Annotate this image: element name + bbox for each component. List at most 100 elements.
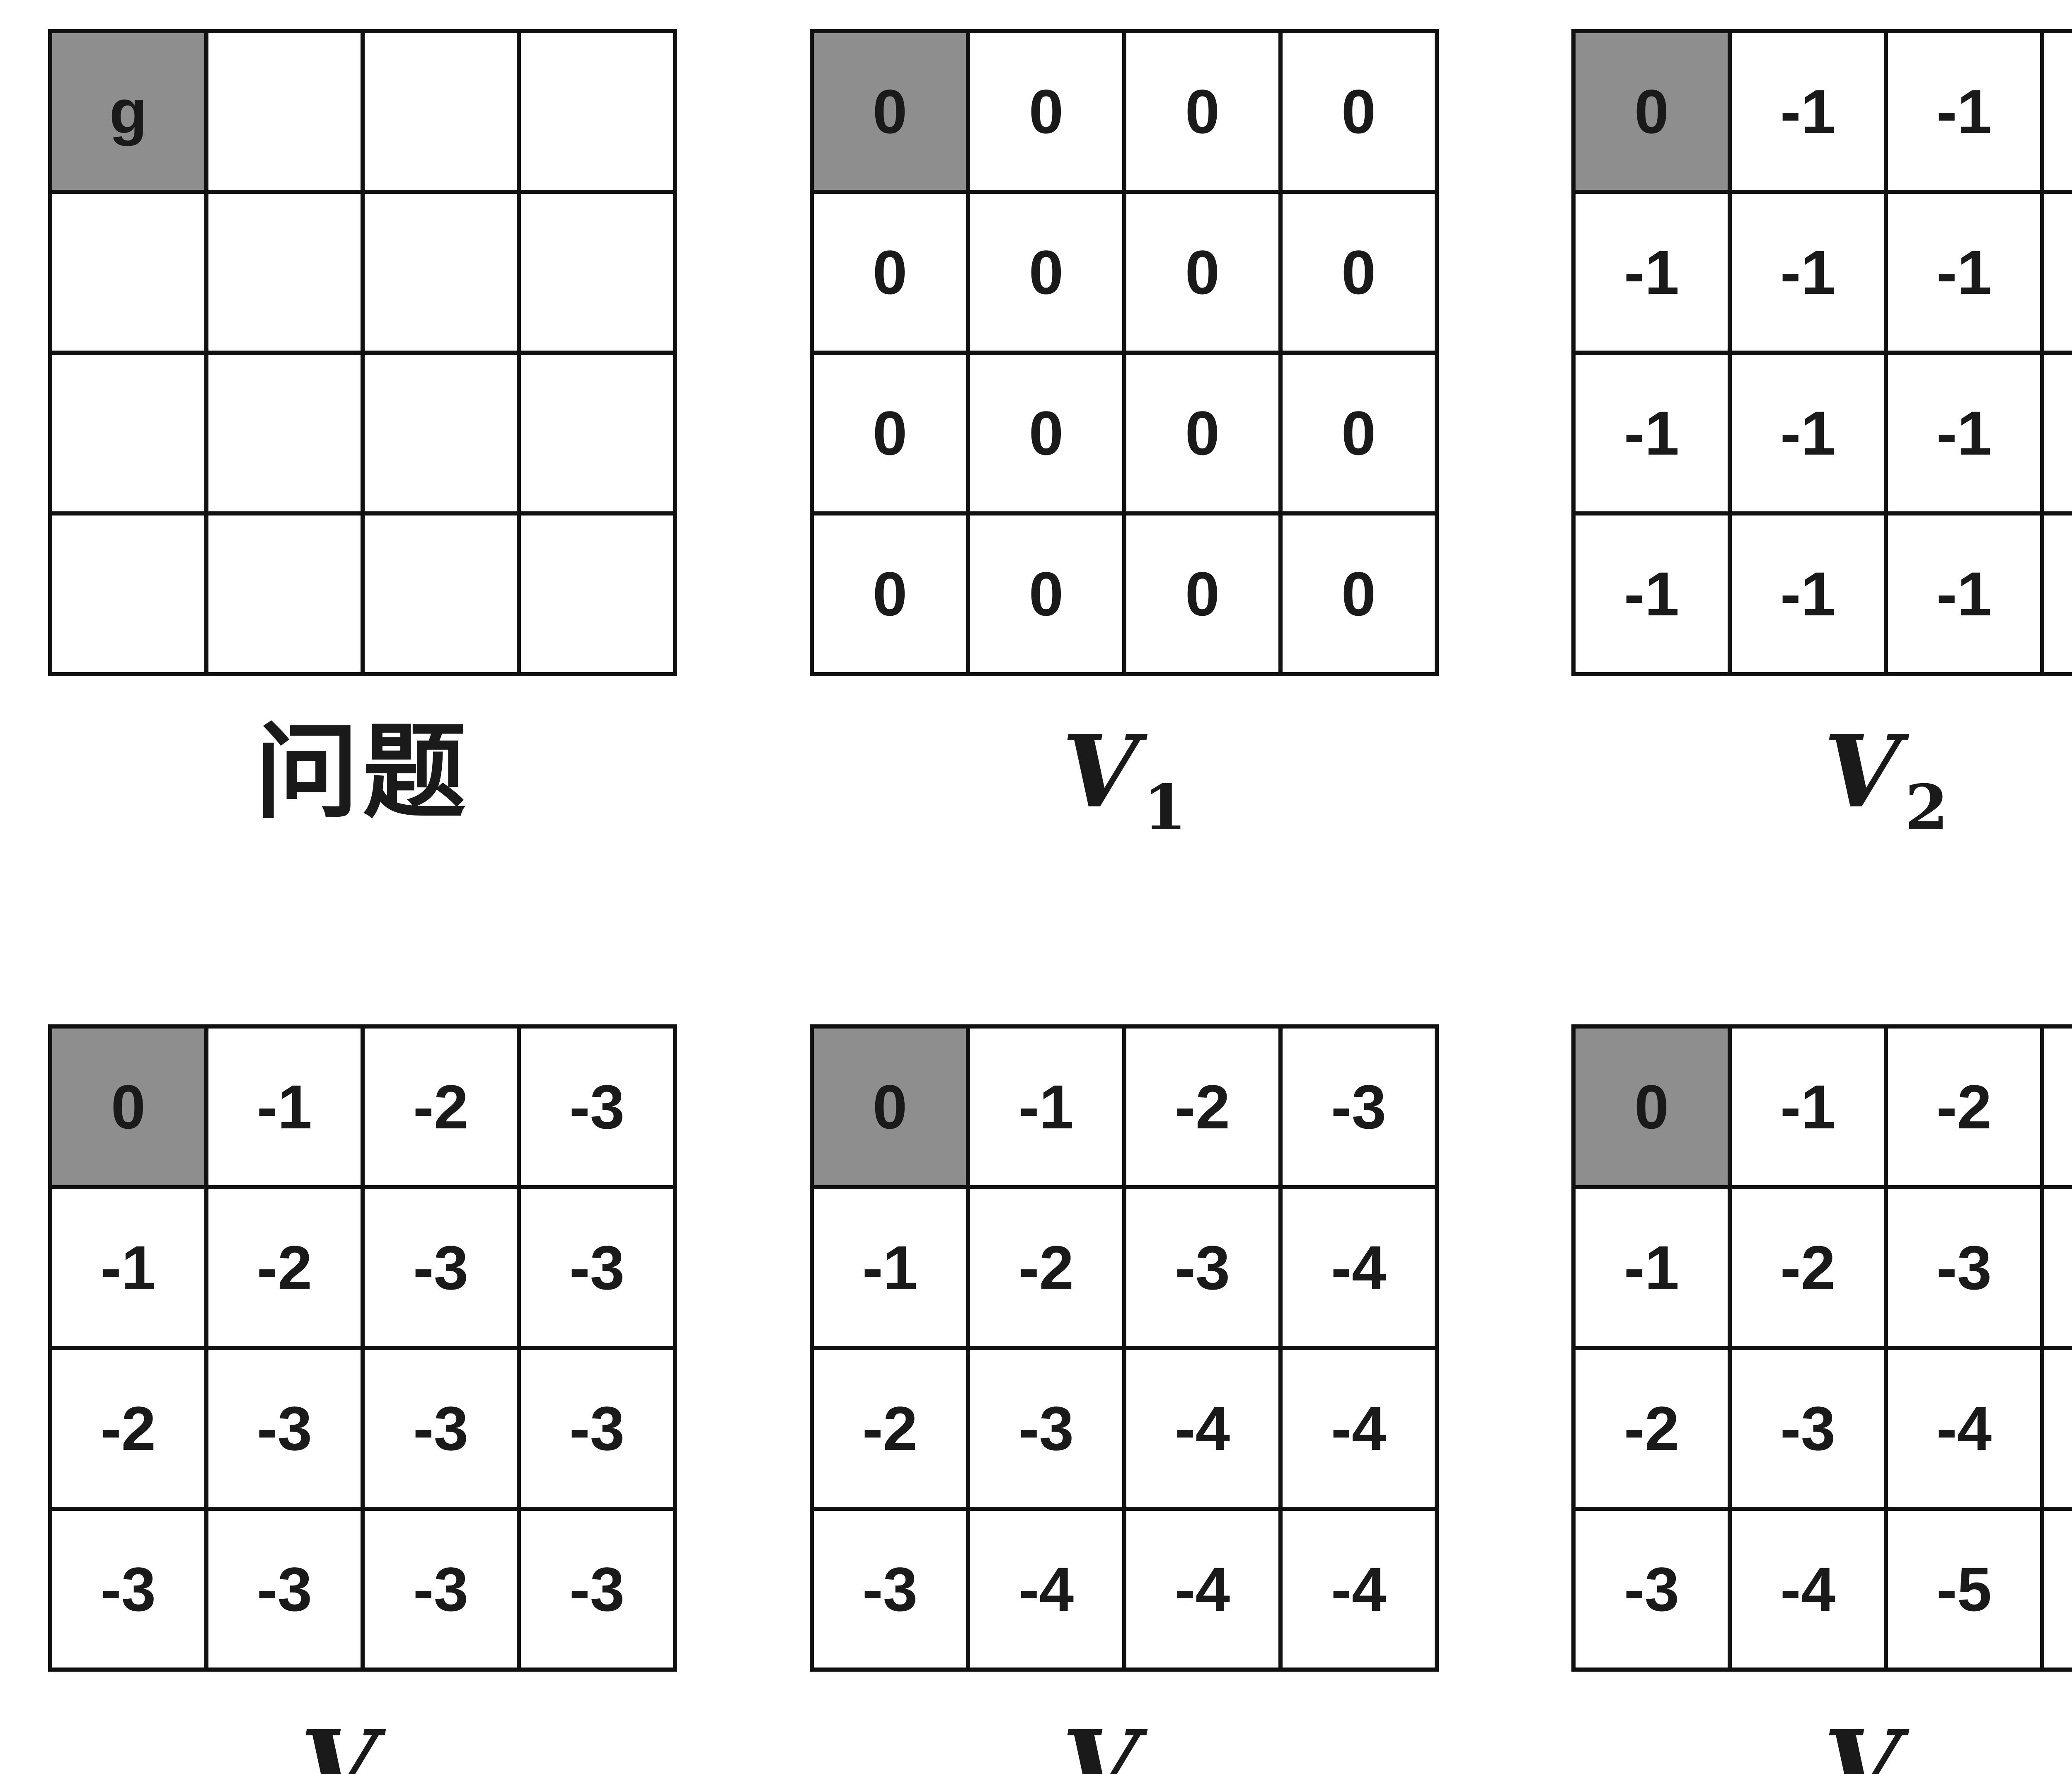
cell-V1-r2c2: 0 [1122,351,1283,516]
cell-V2-r3c2: -1 [1884,511,2044,676]
caption-symbol-V2: V [1823,713,1901,830]
caption-V4: V4 [300,1709,425,1774]
cell-V1-r1c2: 0 [1122,190,1283,355]
grid-problem-row-1 [48,190,677,355]
cell-V2-r2c3: -1 [2040,351,2072,516]
cell-V6-r1c3: -4 [2040,1185,2072,1350]
cell-V4-r3c3: -3 [517,1507,677,1672]
grid-V4: 0-1-2-3-1-2-3-3-2-3-3-3-3-3-3-3 [48,1024,677,1672]
caption-V6: V6 [1824,1709,1949,1774]
cell-V2-r1c0: -1 [1571,190,1732,355]
grid-V6-row-1: -1-2-3-4 [1571,1185,2072,1350]
cell-V4-r1c3: -3 [517,1185,677,1350]
cell-problem-r2c2 [361,351,521,516]
cell-V1-r3c2: 0 [1122,511,1283,676]
cell-V5-r0c3: -3 [1278,1024,1439,1189]
grid-problem-row-0: g [48,29,677,194]
cell-V4-r2c3: -3 [517,1346,677,1511]
grid-V2: 0-1-1-1-1-1-1-1-1-1-1-1-1-1-1-1 [1571,29,2072,676]
cell-V5-r1c3: -4 [1278,1185,1439,1350]
cell-V4-r0c0: 0 [48,1024,208,1189]
cell-V1-r2c0: 0 [810,351,970,516]
grid-V6-row-3: -3-4-5-5 [1571,1507,2072,1672]
cell-V6-r0c1: -1 [1728,1024,1888,1189]
cell-V6-r0c2: -2 [1884,1024,2044,1189]
grid-V4-row-3: -3-3-3-3 [48,1507,677,1672]
caption-V2: V2 [1823,713,1949,844]
cell-problem-r3c3 [517,511,677,676]
figure-V2: 0-1-1-1-1-1-1-1-1-1-1-1-1-1-1-1V2 [1571,29,2072,844]
cell-V4-r2c0: -2 [48,1346,208,1511]
grid-problem-row-3 [48,511,677,676]
caption-subscript-V5: 5 [1143,1767,1186,1774]
figure-V5: 0-1-2-3-1-2-3-4-2-3-4-4-3-4-4-4V5 [810,1024,1439,1774]
cell-V6-r3c1: -4 [1728,1507,1888,1672]
cell-V5-r0c1: -1 [966,1024,1126,1189]
cell-problem-r0c0: g [48,29,208,194]
grid-row-bottom: 0-1-2-3-1-2-3-3-2-3-3-3-3-3-3-3V40-1-2-3… [0,830,2072,1774]
caption-symbol-V1: V [1062,713,1139,830]
grid-V2-row-1: -1-1-1-1 [1571,190,2072,355]
grid-V2-row-3: -1-1-1-1 [1571,511,2072,676]
cell-V1-r3c1: 0 [966,511,1126,676]
cell-V6-r3c2: -5 [1884,1507,2044,1672]
cell-V2-r3c0: -1 [1571,511,1732,676]
cell-problem-r1c2 [361,190,521,355]
grid-V2-row-0: 0-1-1-1 [1571,29,2072,194]
caption-text-problem: 问题 [255,711,470,833]
cell-problem-r2c0 [48,351,208,516]
cell-V6-r3c0: -3 [1571,1507,1732,1672]
cell-V5-r2c2: -4 [1122,1346,1283,1511]
cell-V1-r1c0: 0 [810,190,970,355]
cell-V6-r1c0: -1 [1571,1185,1732,1350]
cell-V5-r1c1: -2 [966,1185,1126,1350]
caption-symbol-V5: V [1062,1709,1139,1774]
cell-problem-r1c0 [48,190,208,355]
cell-problem-r3c2 [361,511,521,676]
cell-V4-r0c1: -1 [204,1024,365,1189]
figure-problem: g 问题 [48,29,677,833]
cell-V6-r0c3: -3 [2040,1024,2072,1189]
cell-V1-r0c2: 0 [1122,29,1283,194]
cell-problem-r3c1 [204,511,365,676]
cell-V1-r0c0: 0 [810,29,970,194]
grid-V5-row-2: -2-3-4-4 [810,1346,1439,1511]
cell-problem-r1c1 [204,190,365,355]
cell-V2-r1c2: -1 [1884,190,2044,355]
cell-V6-r0c0: 0 [1571,1024,1732,1189]
grid-V5: 0-1-2-3-1-2-3-4-2-3-4-4-3-4-4-4 [810,1024,1439,1672]
cell-V1-r3c0: 0 [810,511,970,676]
grid-V5-row-3: -3-4-4-4 [810,1507,1439,1672]
cell-V6-r2c2: -4 [1884,1346,2044,1511]
caption-subscript-V1: 1 [1143,771,1187,844]
cell-V4-r3c0: -3 [48,1507,208,1672]
cell-V2-r3c1: -1 [1728,511,1888,676]
grid-problem: g [48,29,677,676]
cell-problem-r3c0 [48,511,208,676]
caption-subscript-V2: 2 [1905,771,1949,844]
grid-V6: 0-1-2-3-1-2-3-4-2-3-4-5-3-4-5-5 [1571,1024,2072,1672]
cell-V5-r3c3: -4 [1278,1507,1439,1672]
cell-problem-r2c3 [517,351,677,516]
cell-V6-r2c0: -2 [1571,1346,1732,1511]
cell-V6-r1c1: -2 [1728,1185,1888,1350]
cell-V4-r0c3: -3 [517,1024,677,1189]
cell-V6-r3c3: -5 [2040,1507,2072,1672]
cell-V4-r1c1: -2 [204,1185,365,1350]
grid-V4-row-1: -1-2-3-3 [48,1185,677,1350]
cell-V4-r2c1: -3 [204,1346,365,1511]
cell-V4-r0c2: -2 [361,1024,521,1189]
caption-V1: V1 [1062,713,1187,844]
cell-V2-r1c3: -1 [2040,190,2072,355]
cell-V4-r3c1: -3 [204,1507,365,1672]
cell-V6-r1c2: -3 [1884,1185,2044,1350]
grid-V4-row-0: 0-1-2-3 [48,1024,677,1189]
cell-V5-r2c3: -4 [1278,1346,1439,1511]
cell-V1-r3c3: 0 [1278,511,1439,676]
cell-V6-r2c3: -5 [2040,1346,2072,1511]
